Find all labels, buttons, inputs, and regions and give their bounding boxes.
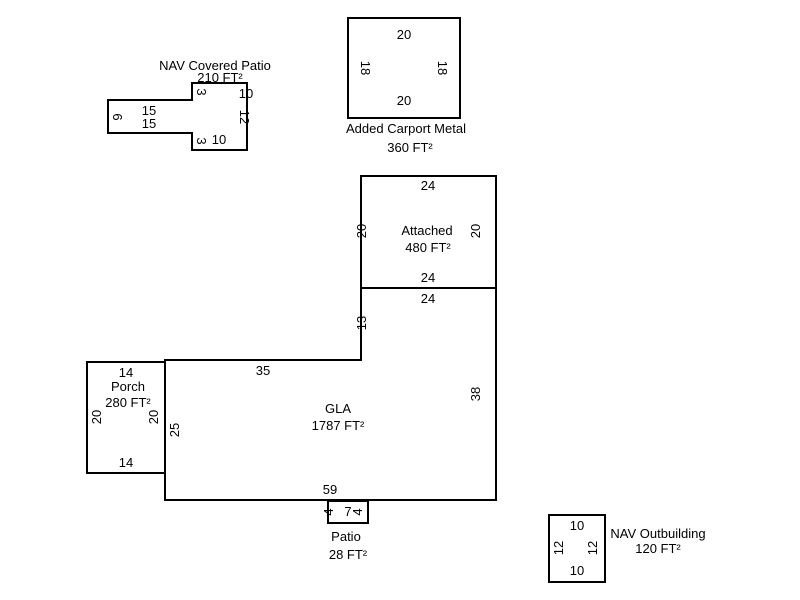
patio-outline: [327, 500, 369, 524]
outbuilding-area[interactable]: 10 12 12 10 NAV Outbuilding 120 FT²: [548, 514, 706, 583]
area-size: 280 FT²: [105, 395, 151, 410]
area-size: 480 FT²: [405, 240, 451, 255]
dim-label: 13: [354, 316, 369, 330]
dim-label: 25: [167, 423, 182, 437]
dim-label: 24: [421, 178, 435, 193]
gla-area[interactable]: 24 13 35 38 GLA 1787 FT² 25 59: [164, 287, 497, 501]
area-name: NAV Outbuilding: [610, 526, 705, 541]
gla-outline: [164, 287, 497, 501]
dim-label: 20: [89, 410, 104, 424]
dim-label: 20: [354, 224, 369, 238]
area-size: 120 FT²: [635, 541, 681, 556]
area-name: Porch: [111, 379, 145, 394]
carport-outline: [347, 17, 461, 119]
dim-label: 15: [142, 103, 156, 118]
dim-label: 24: [421, 291, 435, 306]
dim-label: 20: [146, 410, 161, 424]
covered-patio-outline: [107, 82, 248, 151]
area-name: Attached: [401, 223, 452, 238]
dim-label: 38: [468, 387, 483, 401]
dim-label: 15: [142, 116, 156, 131]
dim-label: 4: [321, 508, 336, 515]
dim-label: 10: [212, 132, 226, 147]
porch-area[interactable]: 14 Porch 280 FT² 20 20 14: [86, 361, 166, 474]
dim-label: 12: [551, 541, 566, 555]
dim-label: 18: [435, 61, 450, 75]
dim-label: 14: [119, 455, 133, 470]
patio-area[interactable]: 4 7 4 Patio 28 FT²: [321, 500, 369, 562]
dim-label: 14: [119, 365, 133, 380]
porch-outline: [86, 361, 166, 474]
dim-label: 12: [237, 110, 252, 124]
dim-label: 10: [239, 86, 253, 101]
area-size: 210 FT²: [197, 70, 243, 85]
dim-label: 3: [194, 137, 209, 144]
outbuilding-outline: [548, 514, 606, 583]
carport-area[interactable]: 20 18 18 20 Added Carport Metal 360 FT²: [346, 17, 466, 155]
area-name: NAV Covered Patio: [159, 58, 271, 73]
area-size: 28 FT²: [329, 547, 368, 562]
dim-label: 6: [110, 113, 125, 120]
dim-label: 18: [358, 61, 373, 75]
dim-label: 10: [570, 518, 584, 533]
area-size: 360 FT²: [387, 140, 433, 155]
dim-label: 7: [344, 504, 351, 519]
covered-patio-area[interactable]: NAV Covered Patio 210 FT² 3 10 6 15 15 1…: [107, 58, 271, 151]
area-name: Added Carport Metal: [346, 121, 466, 136]
dim-label: 20: [397, 27, 411, 42]
dim-label: 10: [570, 563, 584, 578]
dim-label: 59: [323, 482, 337, 497]
dim-label: 4: [350, 508, 365, 515]
dim-label: 20: [468, 224, 483, 238]
dim-label: 12: [585, 541, 600, 555]
dim-label: 3: [194, 88, 209, 95]
dim-label: 24: [421, 270, 435, 285]
area-name: Patio: [331, 529, 361, 544]
dim-label: 20: [397, 93, 411, 108]
area-name: GLA: [325, 401, 351, 416]
dim-label: 35: [256, 363, 270, 378]
attached-area[interactable]: 24 20 20 Attached 480 FT² 24: [354, 175, 497, 289]
area-size: 1787 FT²: [312, 418, 365, 433]
